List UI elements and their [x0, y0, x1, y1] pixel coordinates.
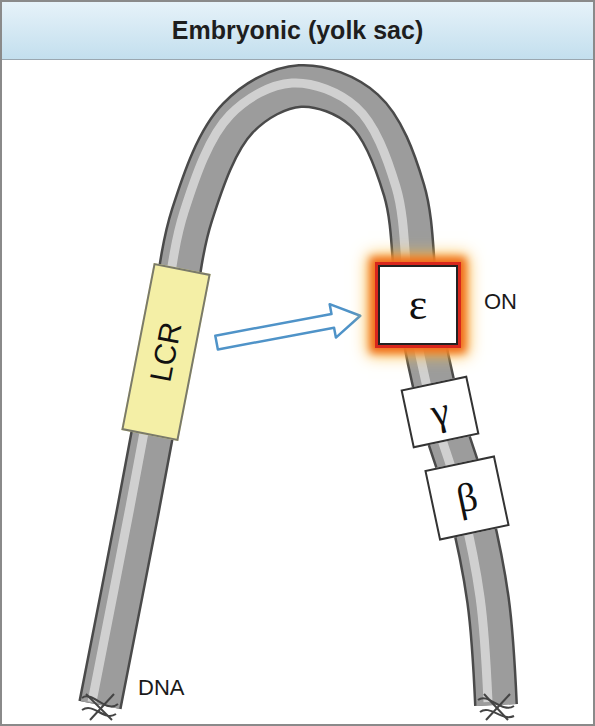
title-text: Embryonic (yolk sac)	[172, 16, 423, 45]
tube-outline	[100, 86, 496, 705]
dna-tube	[92, 83, 496, 705]
box-label: LCR	[146, 320, 187, 385]
control-region-box: LCR	[121, 263, 210, 441]
tube-body	[100, 86, 496, 705]
dna-label: DNA	[138, 676, 184, 700]
active-gene-box: ε	[378, 265, 458, 345]
box-label: ε	[409, 283, 427, 327]
box-label: β	[453, 476, 481, 519]
box-label: γ	[427, 391, 453, 434]
title-bar: Embryonic (yolk sac)	[2, 2, 593, 60]
gene-box: γ	[401, 376, 480, 449]
activation-arrow	[215, 304, 360, 349]
gene-box: β	[424, 455, 509, 540]
tube-highlight	[92, 83, 488, 702]
state-label: ON	[484, 290, 517, 314]
